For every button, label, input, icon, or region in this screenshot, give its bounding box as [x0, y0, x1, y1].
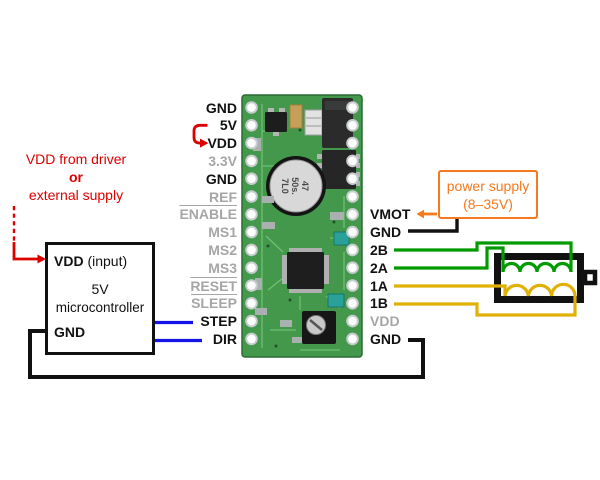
pin-hole: [346, 243, 359, 257]
pin-holes: [245, 101, 359, 346]
wire-gnd-bus: [28, 329, 425, 379]
inductor-highlight: [325, 101, 350, 110]
smd-component-white: [304, 109, 323, 136]
pin-label-gnd-left: GND: [205, 170, 237, 187]
pin-hole: [346, 154, 359, 168]
pin-label-5v-left: 5V: [219, 117, 237, 134]
vmot-arrowhead-icon: [416, 209, 424, 219]
pin-label-2a-right: 2A: [370, 259, 388, 276]
mcu-voltage: 5V: [91, 281, 109, 297]
pin-label-enable-left: ENABLE: [179, 206, 237, 223]
electrolytic-capacitor: 47 50s. 7L0: [266, 156, 326, 216]
capacitor-marking-line2: 50s.: [290, 177, 300, 195]
pin-label-vdd-right: VDD: [370, 313, 400, 330]
pin-label-2b-right: 2B: [370, 241, 388, 258]
mcu-vdd-label: VDD: [54, 253, 84, 269]
motor-coil-green: [501, 261, 573, 273]
pin-label-gnd-left: GND: [205, 99, 237, 116]
mcu-vdd-suffix: (input): [87, 253, 128, 269]
pin-hole: [346, 332, 359, 346]
pin-label-vdd-left: VDD: [207, 135, 237, 152]
vmot-arrow: [416, 209, 437, 219]
pin-hole: [245, 332, 258, 346]
pin-hole: [346, 225, 359, 239]
wire-1b: [394, 296, 577, 317]
wire-1a: [394, 284, 507, 296]
pin-hole: [245, 101, 258, 114]
pcb-trace: [265, 235, 341, 310]
wire-2b: [394, 241, 573, 272]
external-supply-arrowhead-icon: [37, 254, 46, 264]
pin-hole: [245, 190, 258, 203]
mcu-vdd-pin: VDD (input): [54, 253, 127, 269]
capacitor-marking-line3: 7L0: [280, 178, 290, 194]
pin-label-ms3-left: MS3: [208, 259, 237, 276]
sot23-transistor: [265, 108, 287, 136]
trimmer-potentiometer: [302, 311, 336, 344]
smd-capacitor-tan: [289, 104, 303, 129]
driver-ic: [282, 248, 329, 293]
pin-hole: [346, 119, 359, 132]
wire-gnd-power-supply: [408, 219, 459, 233]
inductor: [322, 98, 353, 148]
pin-hole: [346, 261, 359, 275]
pin-label-vmot-right: VMOT: [370, 206, 411, 223]
pin-hole: [245, 172, 258, 185]
pin-hole: [245, 208, 258, 221]
pin-label-1b-right: 1B: [370, 295, 388, 312]
pin-label-reset-left: RESET: [190, 277, 237, 294]
pin-label-gnd-right: GND: [370, 330, 402, 347]
pin-hole: [346, 190, 359, 203]
power-supply-range: (8–35V): [463, 196, 513, 212]
external-supply-note-line3: external supply: [28, 187, 124, 203]
jumper-arrow-5v-to-vdd: [192, 123, 209, 148]
pin-label-step-left: STEP: [200, 313, 237, 330]
pin-hole: [245, 225, 258, 239]
pin-hole: [346, 136, 359, 150]
external-supply-note-line1: VDD from driver: [25, 151, 127, 167]
wire-2a: [394, 246, 505, 272]
pin-hole: [346, 101, 359, 114]
motor-shaft: [582, 269, 598, 286]
capacitor-marking-line1: 47: [300, 181, 310, 191]
pin-label-ms2-left: MS2: [208, 241, 237, 258]
pin-hole: [245, 297, 258, 310]
pin-label-sleep-left: SLEEP: [191, 295, 237, 312]
pin-hole: [245, 279, 258, 292]
power-supply-label: power supply: [446, 178, 530, 194]
pin-hole: [346, 172, 359, 185]
pin-hole: [245, 119, 258, 132]
external-supply-note-line2: or: [69, 169, 83, 185]
external-supply-note: VDD from driver or external supply: [0, 150, 152, 204]
pin-hole: [245, 243, 258, 257]
pin-label-dir-left: DIR: [212, 330, 237, 347]
jumper-arrowhead-icon: [200, 138, 209, 148]
mcu-name: microcontroller: [55, 300, 145, 315]
pin-hole: [346, 208, 359, 221]
pin-label-ms1-left: MS1: [208, 224, 237, 241]
mcu-gnd-pin: GND: [54, 324, 86, 340]
pcb-vias: [266, 128, 336, 348]
external-supply-arrow: [12, 206, 46, 264]
pin-label-gnd-right: GND: [370, 224, 402, 241]
pin-hole: [245, 136, 258, 150]
ceramic-capacitor-teal: [327, 293, 345, 308]
driver-board: 47 50s. 7L0: [241, 94, 363, 358]
pin-hole: [245, 154, 258, 168]
smd-component-stripes: [306, 117, 321, 127]
pin-hole: [346, 314, 359, 328]
pin-hole: [245, 261, 258, 275]
pin-label-1a-right: 1A: [370, 277, 388, 294]
microcontroller-box: VDD (input) 5V microcontroller GND: [45, 242, 155, 355]
ceramic-capacitor-teal: [333, 231, 350, 246]
power-supply-box: power supply (8–35V): [438, 170, 538, 219]
motor-coil-yellow: [503, 282, 577, 297]
pin-hole: [346, 279, 359, 292]
pin-hole: [346, 297, 359, 310]
stepper-motor: [494, 253, 598, 303]
pin-label-3.3v-left: 3.3V: [208, 152, 237, 169]
pin-label-ref-left: REF: [209, 188, 237, 205]
pin-hole: [245, 314, 258, 328]
